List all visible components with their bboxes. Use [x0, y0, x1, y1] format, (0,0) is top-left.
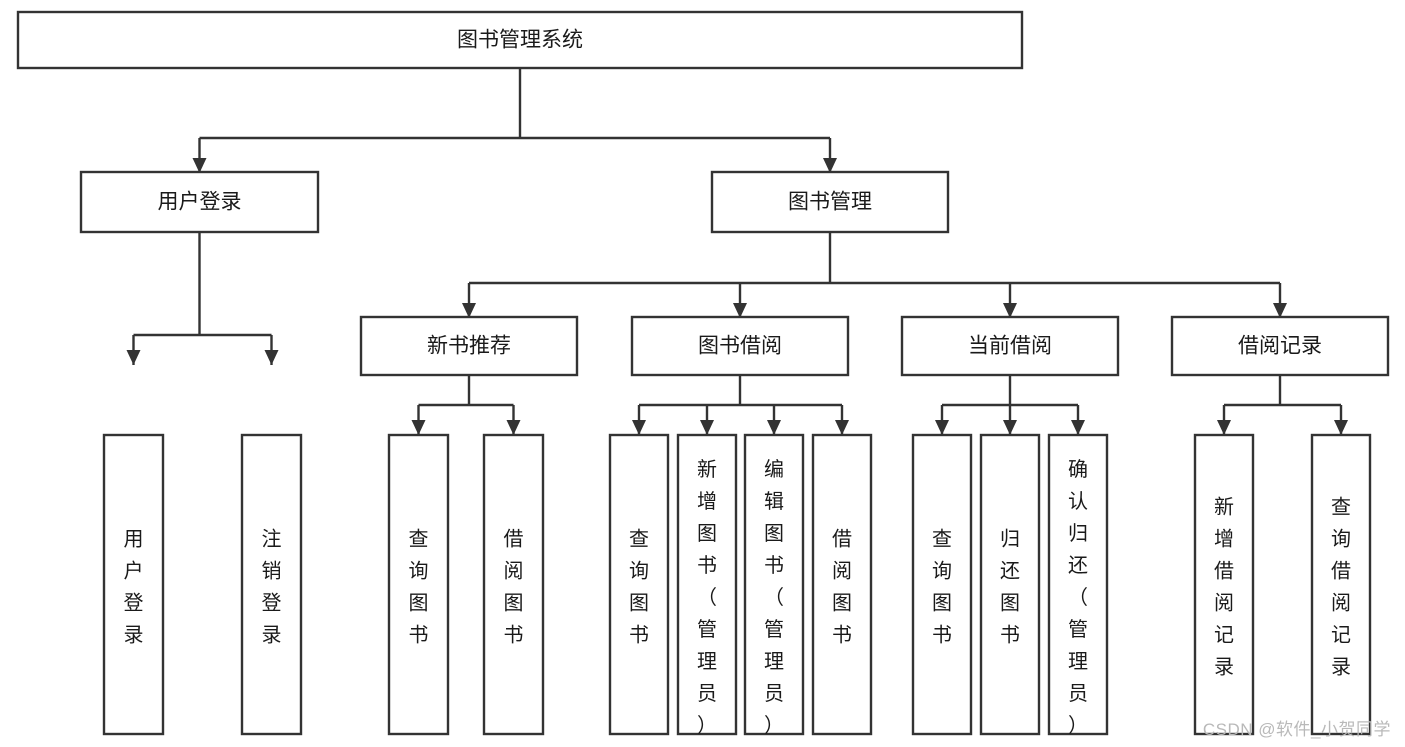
- node-leaf-query-book-1[interactable]: 查询图书: [387, 433, 450, 736]
- node-root-label: 图书管理系统: [457, 29, 583, 52]
- node-user-login-label: 用户登录: [158, 191, 242, 214]
- node-leaf-edit-book-box[interactable]: [743, 433, 805, 736]
- node-leaf-query-book-3[interactable]: 查询图书: [911, 433, 973, 736]
- node-boxes-layer: 图书管理系统用户登录图书管理新书推荐图书借阅当前借阅借阅记录用户登录注销登录查询…: [16, 10, 1390, 737]
- node-root[interactable]: 图书管理系统: [16, 10, 1024, 70]
- node-user-login[interactable]: 用户登录: [79, 170, 320, 234]
- arrow-head-icon: [1273, 303, 1287, 318]
- node-leaf-query-book-3-box[interactable]: [911, 433, 973, 736]
- node-new-book-recommend-label: 新书推荐: [427, 335, 511, 358]
- connector-edges-layer: [126, 68, 1348, 435]
- node-leaf-borrow-book-2-box[interactable]: [811, 433, 873, 736]
- arrow-head-icon: [192, 158, 207, 173]
- node-leaf-return-book-box[interactable]: [979, 433, 1041, 736]
- node-book-borrow-box[interactable]: [630, 315, 850, 377]
- edges-new-book-to-leaves: [411, 375, 521, 435]
- arrow-head-icon: [1217, 420, 1231, 435]
- node-leaf-query-book-1-box[interactable]: [387, 433, 450, 736]
- node-book-manage-box[interactable]: [710, 170, 950, 234]
- node-borrow-record-label: 借阅记录: [1238, 335, 1322, 358]
- node-leaf-return-book[interactable]: 归还图书: [979, 433, 1041, 736]
- arrow-head-icon: [700, 420, 714, 435]
- node-leaf-add-book-box[interactable]: [676, 433, 738, 736]
- node-leaf-add-book-label: 新增图书（管理员）: [697, 458, 717, 737]
- node-leaf-confirm-return-box[interactable]: [1047, 433, 1109, 736]
- node-leaf-user-logout-label: 注销登录: [262, 527, 282, 646]
- node-leaf-user-logout-box[interactable]: [240, 433, 303, 736]
- node-book-manage-label: 图书管理: [788, 191, 872, 214]
- node-leaf-add-record-label: 新增借阅记录: [1214, 495, 1234, 678]
- node-leaf-borrow-book-2-label: 借阅图书: [832, 527, 852, 646]
- edges-borrow-record-to-leaves: [1217, 375, 1348, 435]
- arrow-head-icon: [462, 303, 476, 318]
- node-root-box[interactable]: [16, 10, 1024, 70]
- node-leaf-query-book-2-box[interactable]: [608, 433, 670, 736]
- node-leaf-query-book-1-label: 查询图书: [409, 527, 429, 646]
- node-book-borrow[interactable]: 图书借阅: [630, 315, 850, 377]
- arrow-head-icon: [126, 350, 141, 365]
- node-new-book-recommend-box[interactable]: [359, 315, 579, 377]
- arrow-head-icon: [1003, 420, 1017, 435]
- csdn-watermark: CSDN @软件_小贺同学: [1202, 720, 1391, 739]
- node-leaf-add-record[interactable]: 新增借阅记录: [1193, 433, 1255, 736]
- arrow-head-icon: [823, 158, 837, 173]
- node-leaf-user-login-label: 用户登录: [124, 528, 144, 646]
- arrow-head-icon: [411, 420, 426, 435]
- node-leaf-edit-book[interactable]: 编辑图书（管理员）: [743, 433, 805, 737]
- node-leaf-query-record-label: 查询借阅记录: [1331, 495, 1351, 678]
- node-leaf-user-login-box[interactable]: [102, 433, 165, 736]
- edges-current-borrow-to-leaves: [935, 375, 1085, 435]
- node-leaf-borrow-book-1-label: 借阅图书: [504, 527, 524, 646]
- node-leaf-borrow-book-1[interactable]: 借阅图书: [482, 433, 545, 736]
- edges-book-manage-to-level2: [462, 232, 1287, 318]
- node-user-login-box[interactable]: [79, 170, 320, 234]
- node-leaf-query-record[interactable]: 查询借阅记录: [1310, 433, 1372, 736]
- arrow-head-icon: [1071, 420, 1085, 435]
- node-current-borrow[interactable]: 当前借阅: [900, 315, 1120, 377]
- arrow-head-icon: [767, 420, 781, 435]
- node-leaf-query-book-2[interactable]: 查询图书: [608, 433, 670, 736]
- edges-root-to-level1: [192, 68, 837, 173]
- node-leaf-edit-book-label: 编辑图书（管理员）: [764, 458, 784, 737]
- node-leaf-query-book-3-label: 查询图书: [932, 527, 952, 646]
- arrow-head-icon: [264, 350, 279, 365]
- node-leaf-user-login[interactable]: 用户登录: [102, 433, 165, 736]
- node-leaf-query-record-box[interactable]: [1310, 433, 1372, 736]
- edges-book-borrow-to-leaves: [632, 375, 849, 435]
- arrow-head-icon: [632, 420, 646, 435]
- node-book-borrow-label: 图书借阅: [698, 335, 782, 358]
- arrow-head-icon: [733, 303, 747, 318]
- node-current-borrow-label: 当前借阅: [968, 335, 1052, 358]
- node-borrow-record[interactable]: 借阅记录: [1170, 315, 1390, 377]
- node-leaf-user-logout[interactable]: 注销登录: [240, 433, 303, 736]
- node-book-manage[interactable]: 图书管理: [710, 170, 950, 234]
- node-leaf-return-book-label: 归还图书: [1000, 527, 1020, 646]
- arrow-head-icon: [1334, 420, 1348, 435]
- arrow-head-icon: [506, 420, 521, 435]
- node-leaf-confirm-return-label: 确认归还（管理员）: [1068, 458, 1088, 737]
- node-borrow-record-box[interactable]: [1170, 315, 1390, 377]
- arrow-head-icon: [935, 420, 949, 435]
- node-leaf-query-book-2-label: 查询图书: [629, 527, 649, 646]
- node-leaf-borrow-book-1-box[interactable]: [482, 433, 545, 736]
- arrow-head-icon: [1003, 303, 1017, 318]
- node-leaf-add-record-box[interactable]: [1193, 433, 1255, 736]
- node-new-book-recommend[interactable]: 新书推荐: [359, 315, 579, 377]
- arrow-head-icon: [835, 420, 849, 435]
- node-leaf-confirm-return[interactable]: 确认归还（管理员）: [1047, 433, 1109, 737]
- node-current-borrow-box[interactable]: [900, 315, 1120, 377]
- node-leaf-borrow-book-2[interactable]: 借阅图书: [811, 433, 873, 736]
- edges-user-login-to-leaves: [126, 232, 279, 365]
- node-leaf-add-book[interactable]: 新增图书（管理员）: [676, 433, 738, 737]
